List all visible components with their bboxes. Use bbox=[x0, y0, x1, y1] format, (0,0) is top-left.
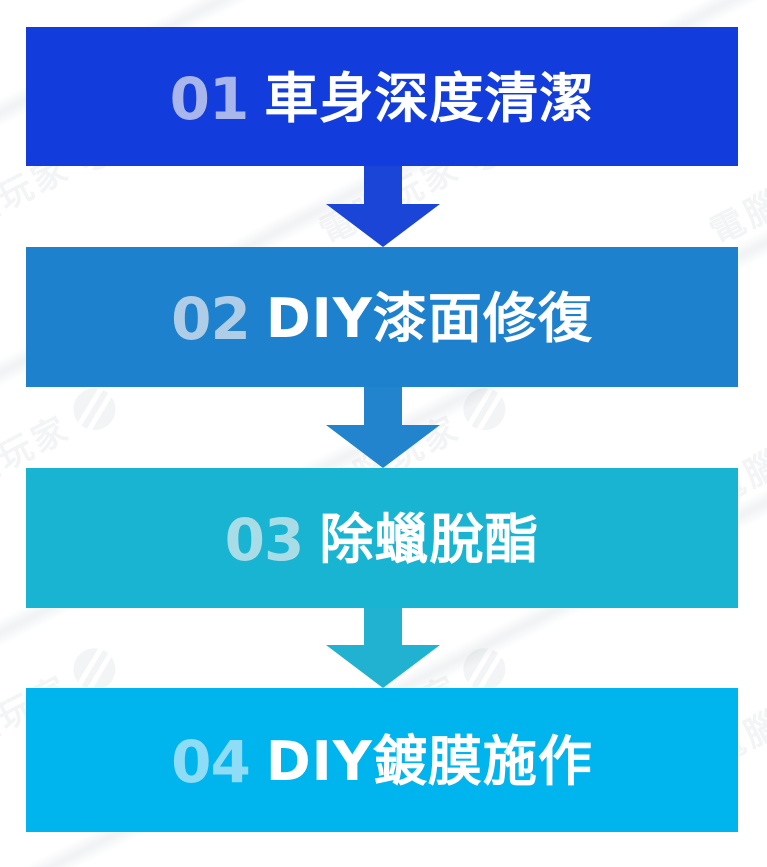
flow-step-02-text: DIY漆面修復 bbox=[265, 287, 593, 350]
flow-step-04-label: 04 DIY鍍膜施作 bbox=[171, 728, 593, 796]
flow-step-02[interactable]: 02 DIY漆面修復 bbox=[26, 247, 738, 387]
flow-step-04[interactable]: 04 DIY鍍膜施作 bbox=[26, 688, 738, 832]
flow-step-02-number: 02 bbox=[171, 285, 251, 353]
arrow-down-icon-01-to-02 bbox=[326, 166, 440, 247]
arrow-down-icon-02-to-03 bbox=[326, 387, 440, 468]
flow-step-04-text: DIY鍍膜施作 bbox=[265, 730, 593, 793]
flow-step-03[interactable]: 03 除蠟脫酯 bbox=[26, 468, 738, 608]
flow-step-03-label: 03 除蠟脫酯 bbox=[224, 506, 540, 574]
flow-step-01-text: 車身深度清潔 bbox=[264, 66, 595, 130]
flow-step-03-number: 03 bbox=[224, 506, 305, 574]
flow-step-01-label: 01 車身深度清潔 bbox=[169, 64, 595, 133]
flow-step-01-number: 01 bbox=[169, 64, 250, 133]
flow-step-04-number: 04 bbox=[171, 728, 251, 796]
flow-step-03-text: 除蠟脫酯 bbox=[319, 508, 540, 571]
flow-step-01[interactable]: 01 車身深度清潔 bbox=[26, 27, 738, 166]
arrow-down-icon-03-to-04 bbox=[326, 608, 440, 688]
flow-step-02-label: 02 DIY漆面修復 bbox=[171, 285, 593, 353]
